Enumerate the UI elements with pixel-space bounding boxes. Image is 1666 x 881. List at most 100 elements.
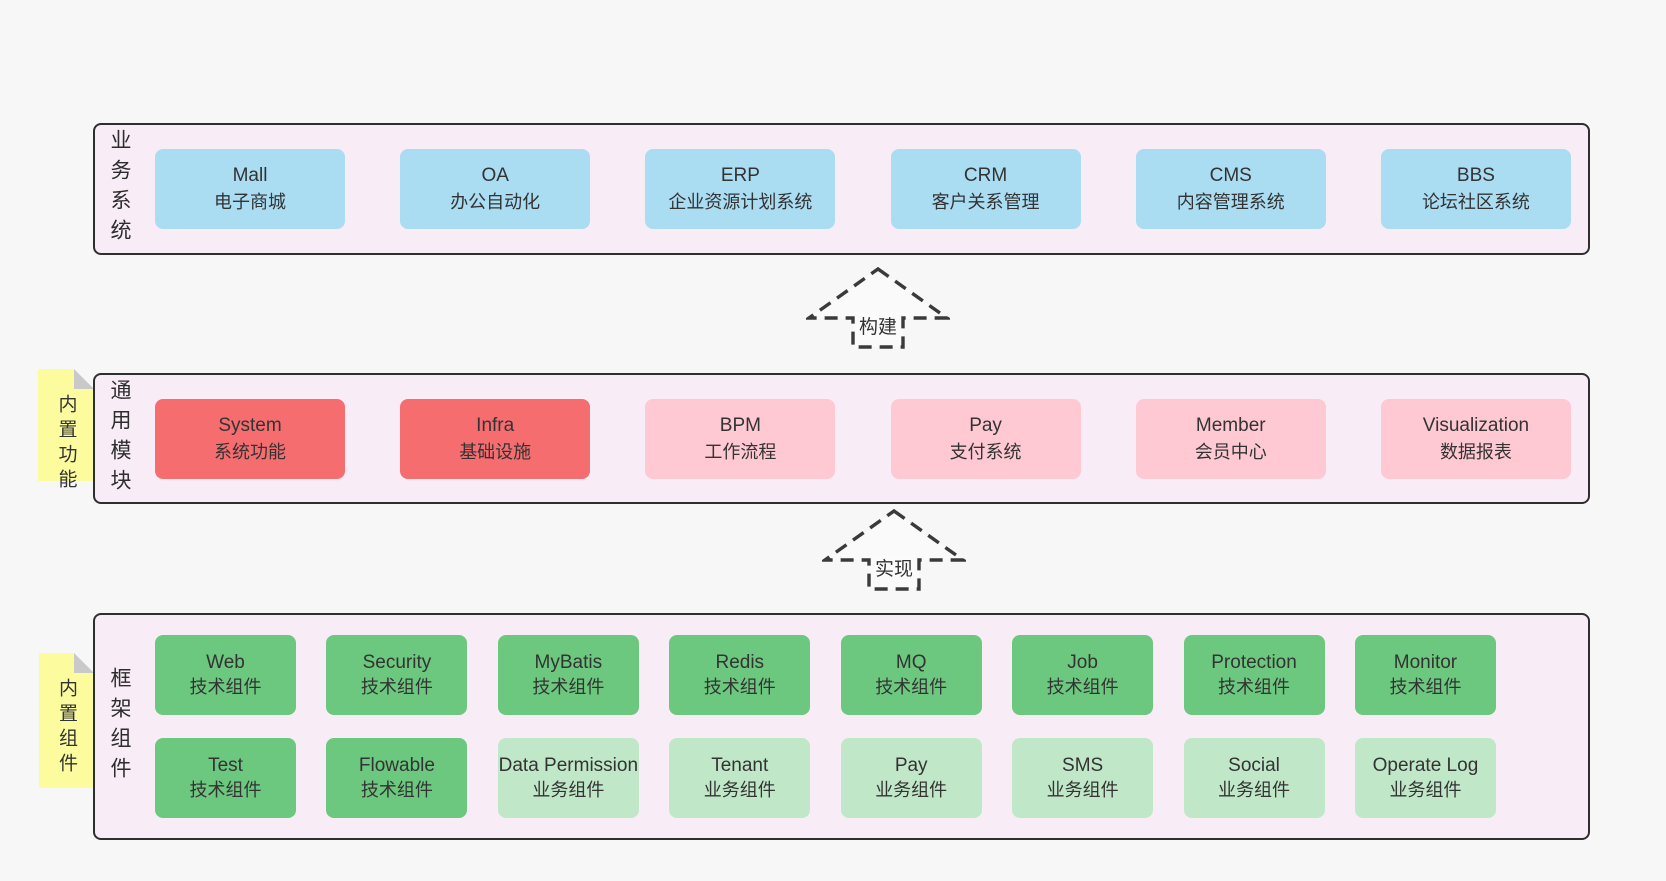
arrow-label: 构建: [855, 312, 901, 339]
module-subtitle: 支付系统: [949, 441, 1022, 462]
common-modules-panel: 通用模块 System 系统功能 Infra 基础设施 BPM 工作流程 Pay 支付系统 Me…: [93, 373, 1590, 504]
module-box-operate-log: Operate Log 业务组件: [1354, 738, 1496, 818]
module-subtitle: 论坛社区系统: [1421, 192, 1530, 212]
module-box-pay: Pay 支付系统: [890, 398, 1081, 479]
module-name: BBS: [1456, 165, 1495, 186]
module-box-mybatis: MyBatis 技术组件: [497, 635, 639, 715]
module-name: Infra: [476, 414, 515, 436]
module-subtitle: 办公自动化: [450, 192, 541, 212]
module-name: System: [218, 414, 282, 436]
up-arrow-icon: [822, 508, 966, 591]
module-subtitle: 业务组件: [703, 780, 776, 800]
folded-corner-icon: [74, 369, 94, 389]
module-subtitle: 技术组件: [189, 677, 262, 697]
module-subtitle: 技术组件: [360, 677, 433, 697]
module-subtitle: 电子商城: [214, 192, 286, 212]
module-subtitle: 内容管理系统: [1176, 192, 1285, 212]
module-subtitle: 会员中心: [1194, 441, 1267, 462]
module-subtitle: 业务组件: [1218, 780, 1291, 800]
arrow-label: 实现: [871, 554, 917, 581]
module-box-bpm: BPM 工作流程: [645, 398, 836, 479]
module-subtitle: 技术组件: [532, 677, 605, 697]
build-arrow: 构建: [806, 266, 950, 350]
module-name: Job: [1067, 652, 1098, 673]
module-name: Mall: [232, 165, 268, 186]
module-subtitle: 基础设施: [459, 441, 532, 462]
up-arrow-icon: [806, 266, 950, 349]
module-name: CRM: [963, 165, 1008, 186]
module-name: Flowable: [358, 755, 435, 776]
module-box-tenant: Tenant 业务组件: [669, 738, 811, 818]
module-subtitle: 数据报表: [1439, 441, 1512, 462]
sticky-note-label: 内置功能: [55, 394, 77, 494]
module-box-infra: Infra 基础设施: [400, 398, 591, 479]
module-box-test: Test 技术组件: [155, 738, 296, 818]
module-subtitle: 业务组件: [1389, 780, 1462, 800]
module-name: Data Permission: [498, 755, 639, 776]
module-name: Pay: [894, 755, 928, 776]
module-name: BPM: [719, 414, 761, 436]
module-box-flowable: Flowable 技术组件: [326, 738, 468, 818]
module-name: Protection: [1211, 652, 1297, 673]
module-subtitle: 技术组件: [189, 780, 262, 800]
module-name: OA: [481, 165, 509, 186]
module-box-erp: ERP 企业资源计划系统: [645, 149, 836, 229]
module-subtitle: 客户关系管理: [931, 192, 1040, 212]
module-subtitle: 技术组件: [1046, 677, 1119, 697]
module-name: Operate Log: [1372, 755, 1479, 776]
module-box-web: Web 技术组件: [155, 635, 296, 715]
module-name: MyBatis: [534, 652, 603, 673]
module-box-visualization: Visualization 数据报表: [1380, 398, 1571, 479]
module-box-security: Security 技术组件: [326, 635, 468, 715]
module-subtitle: 技术组件: [703, 677, 776, 697]
panel-side-label: 通用模块: [108, 378, 131, 499]
sticky-note-builtin-features: 内置功能: [38, 369, 94, 494]
panel-side-label: 框架组件: [108, 666, 131, 787]
module-box-job: Job 技术组件: [1012, 635, 1154, 715]
folded-corner-icon: [74, 653, 94, 673]
module-name: Visualization: [1422, 414, 1530, 436]
module-box-mall: Mall 电子商城: [155, 149, 345, 229]
implement-arrow: 实现: [822, 508, 966, 592]
module-box-protection: Protection 技术组件: [1183, 635, 1325, 715]
module-subtitle: 技术组件: [1389, 677, 1462, 697]
module-subtitle: 工作流程: [704, 441, 777, 462]
module-name: Pay: [969, 414, 1002, 436]
sticky-note-label: 内置组件: [56, 678, 77, 778]
module-subtitle: 技术组件: [1218, 677, 1291, 697]
module-name: Web: [206, 652, 245, 673]
module-name: SMS: [1062, 755, 1104, 776]
module-name: Security: [362, 652, 432, 673]
module-name: Tenant: [711, 755, 769, 776]
module-subtitle: 技术组件: [360, 780, 433, 800]
module-box-oa: OA 办公自动化: [400, 149, 591, 229]
module-name: Monitor: [1393, 652, 1458, 673]
sticky-note-builtin-components: 内置组件: [39, 653, 94, 788]
module-name: Test: [208, 755, 243, 776]
module-subtitle: 企业资源计划系统: [668, 192, 813, 212]
module-name: MQ: [895, 652, 927, 673]
module-box-social: Social 业务组件: [1183, 738, 1325, 818]
module-subtitle: 业务组件: [532, 780, 605, 800]
module-name: Social: [1228, 755, 1280, 776]
module-subtitle: 系统功能: [214, 441, 286, 462]
module-subtitle: 业务组件: [875, 780, 948, 800]
panel-side-label: 业务系统: [108, 129, 131, 249]
module-name: ERP: [720, 165, 760, 186]
module-box-system: System 系统功能: [155, 398, 345, 479]
business-systems-panel: 业务系统 Mall 电子商城 OA 办公自动化 ERP 企业资源计划系统 CRM 客户关系管理…: [93, 123, 1590, 255]
module-box-monitor: Monitor 技术组件: [1354, 635, 1496, 715]
